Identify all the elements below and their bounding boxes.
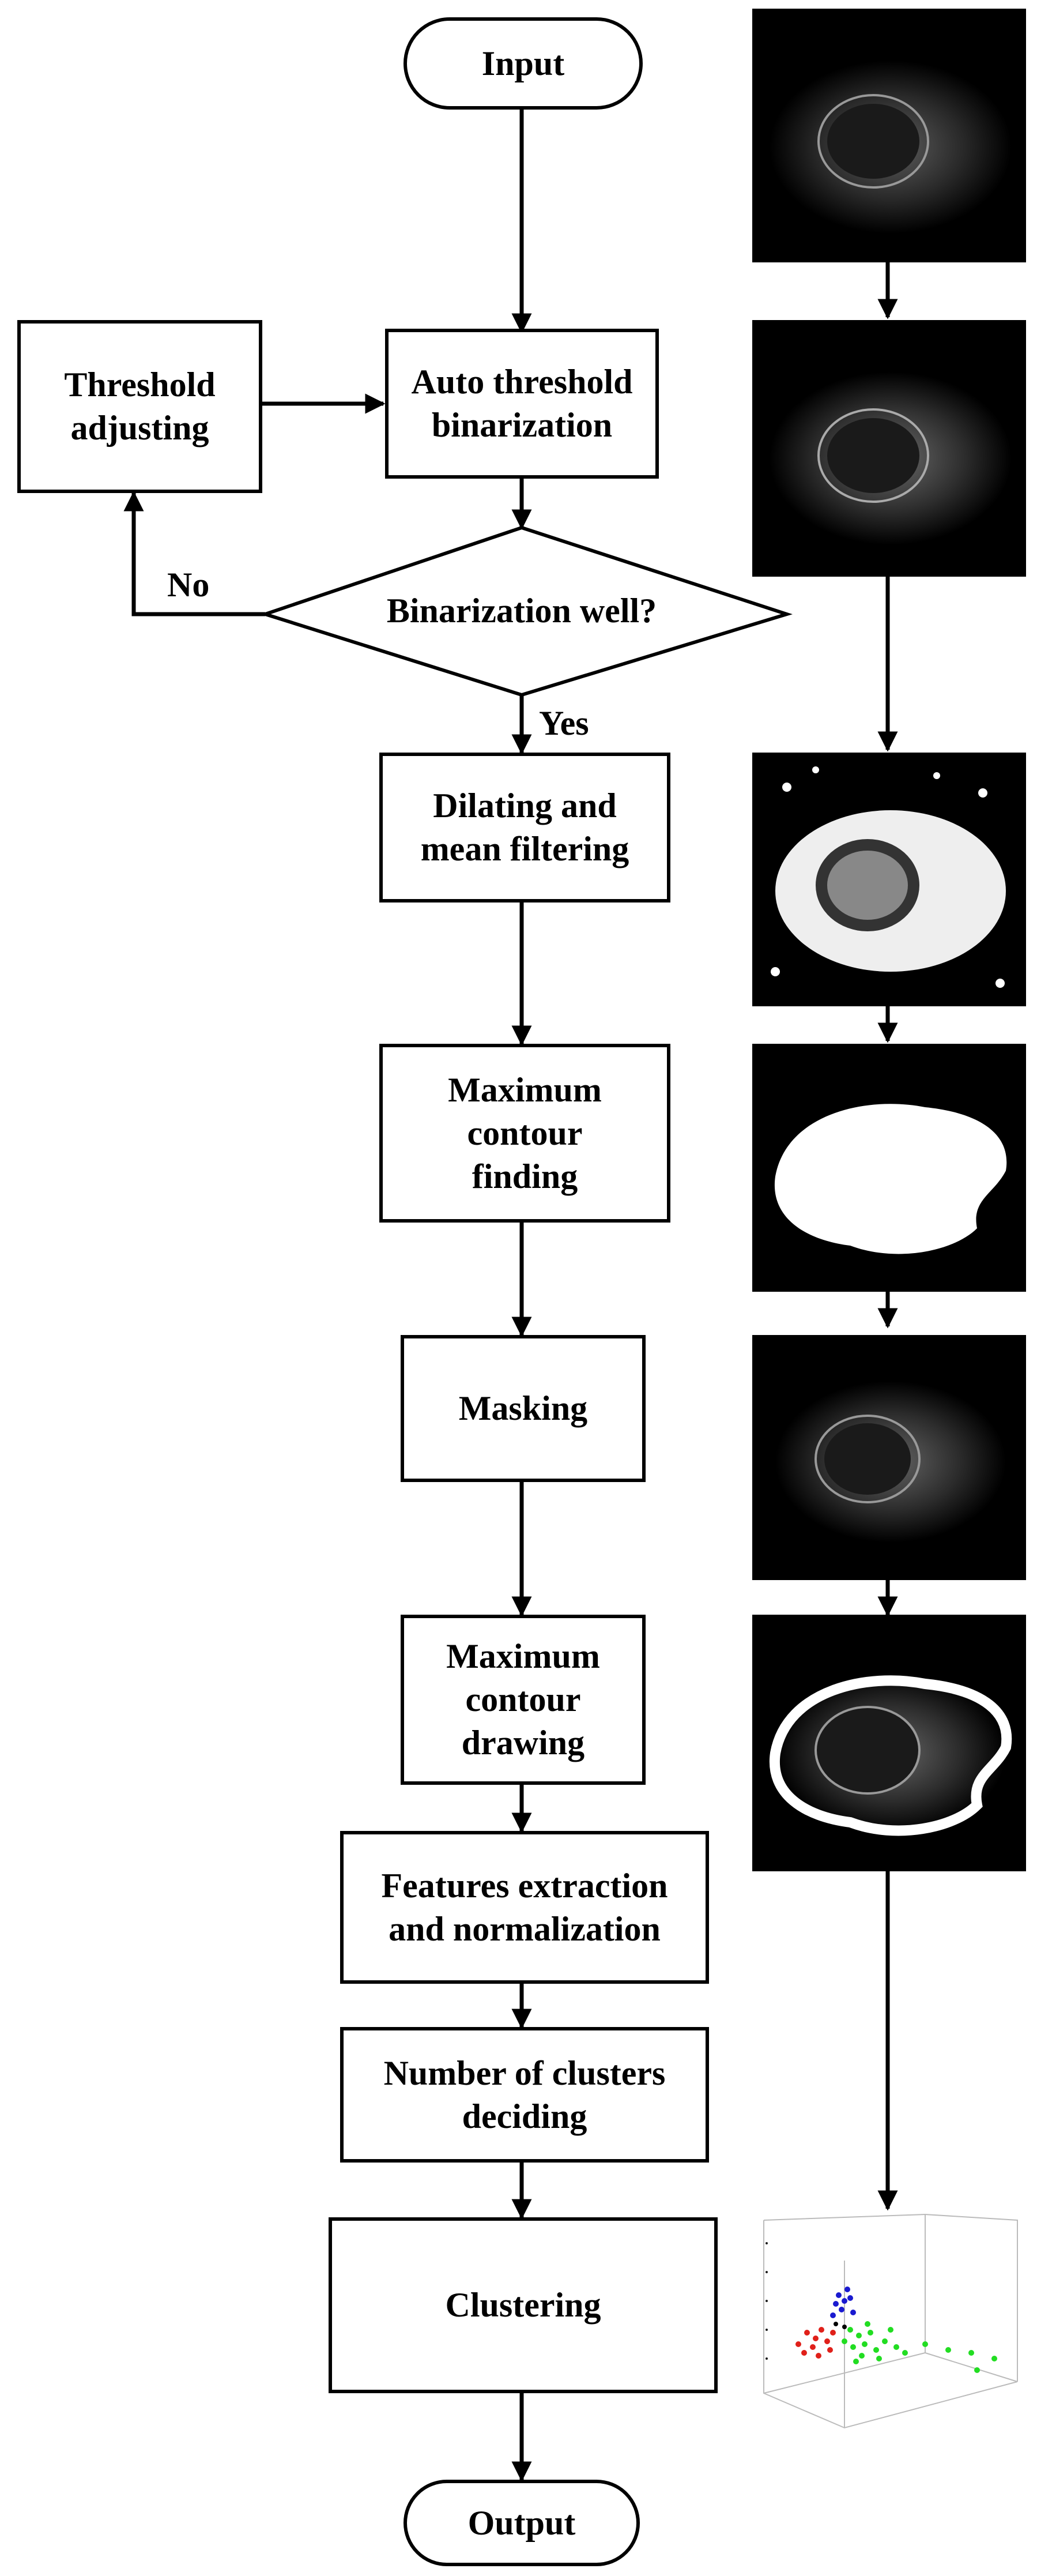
yes-label: Yes — [539, 704, 589, 742]
features-box: Features extraction and normalization — [340, 1831, 709, 1984]
output-node: Output — [404, 2480, 640, 2566]
num-clusters-box: Number of clusters deciding — [340, 2027, 709, 2163]
dilating-box: Dilating and mean filtering — [379, 753, 670, 902]
blue-cluster — [830, 2287, 856, 2318]
input-node: Input — [404, 17, 643, 110]
masked-cell-image — [752, 1335, 1026, 1580]
red-cluster — [795, 2327, 836, 2359]
cluster-scatter-plot — [752, 2209, 1026, 2439]
max-contour-drawing-box: Maximum contour drawing — [401, 1615, 646, 1785]
masking-box: Masking — [401, 1335, 646, 1482]
decision-text: Binarization well? — [386, 592, 657, 630]
max-contour-finding-box: Maximum contour finding — [379, 1044, 670, 1223]
clustering-box: Clustering — [329, 2217, 718, 2393]
contour-mask-image — [752, 1044, 1026, 1292]
input-cell-image — [752, 9, 1026, 262]
dilated-cell-image — [752, 753, 1026, 1006]
decision-diamond — [259, 525, 793, 697]
no-label: No — [167, 566, 210, 604]
contour-drawn-image — [752, 1615, 1026, 1871]
auto-threshold-box: Auto threshold binarization — [385, 329, 659, 479]
arrow-no-to-threshold — [123, 491, 265, 616]
binarized-cell-image — [752, 320, 1026, 577]
threshold-adjusting-box: Threshold adjusting — [17, 320, 262, 493]
green-cluster — [842, 2321, 997, 2373]
